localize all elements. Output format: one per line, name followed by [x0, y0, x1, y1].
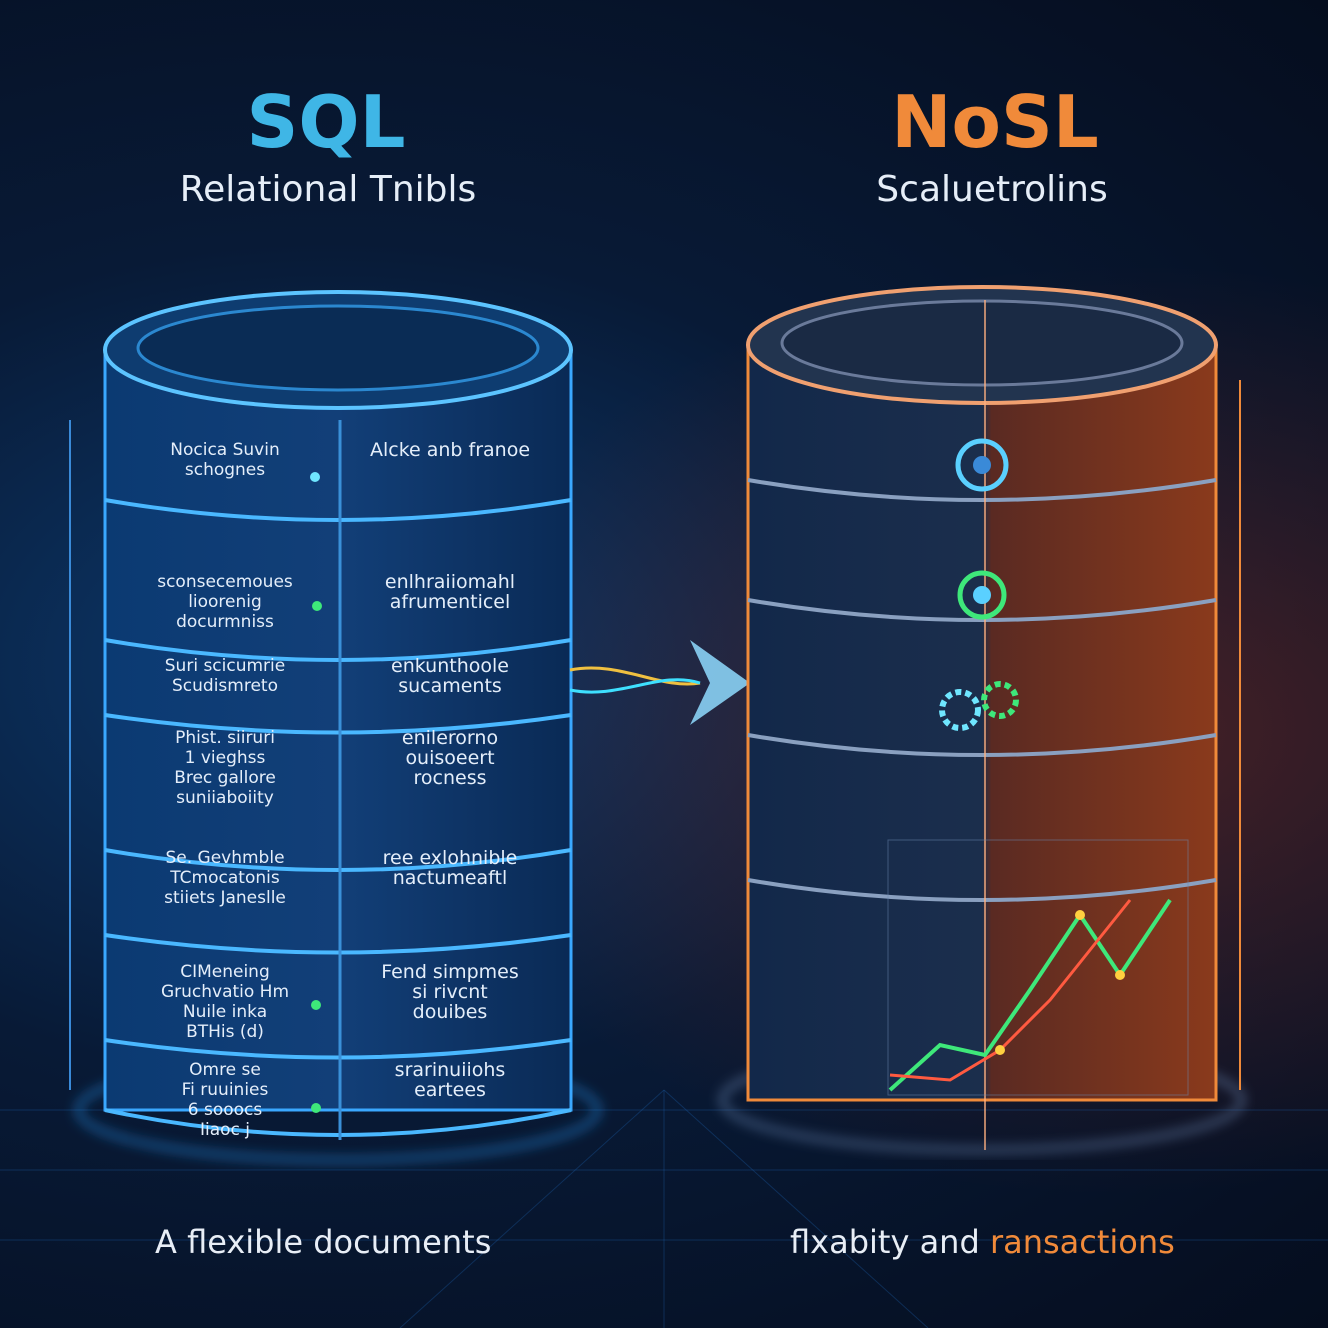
sql-row-right-label: enkunthoole sucaments — [391, 655, 509, 697]
sql-row-right-label: enlhraiiomahl afrumenticel — [384, 571, 516, 613]
sql-title: SQL — [246, 80, 406, 164]
nosql-title: NoSL — [891, 80, 1099, 164]
sql-footer: A flexible documents — [155, 1223, 492, 1261]
sql-row-left-label: CIMeneing Gruchvatio Hm Nuile inka BTHis… — [160, 962, 290, 1042]
gauge-icon — [955, 438, 1009, 492]
nosql-database-cylinder — [720, 285, 1244, 1152]
flow-arrow-icon — [569, 640, 750, 725]
sql-row-left-label: Se. Gevhmble TCmocatonis stiiets Janesll… — [164, 848, 286, 908]
sql-row-right-label: enilerorno ouisoeert rocness — [401, 727, 499, 789]
sql-row-left-label: Phist. siiruri 1 vieghss Brec gallore su… — [174, 728, 276, 808]
nosql-subtitle: Scaluetrolins — [876, 169, 1108, 210]
sql-row-left-label: Omre se Fi ruuinies 6 sooocs Iiaoc j — [181, 1060, 269, 1140]
nosql-footer-a: flxabity and — [790, 1223, 990, 1261]
sql-row-right-label: Fend simpmes si rivcnt douibes — [381, 961, 519, 1023]
sql-subtitle: Relational Tnibls — [179, 169, 477, 210]
sql-row-left-label: sconsecemoues lioorenig docurmniss — [157, 572, 293, 632]
sql-row-right-label: ree exlohnible nactumeaftl — [382, 847, 518, 889]
sql-database-cylinder — [76, 290, 600, 1162]
line-chart-icon — [887, 839, 1189, 1096]
gauge-icon — [957, 570, 1007, 620]
sql-row-left-label: Suri scicumrie Scudismreto — [164, 656, 286, 696]
nosql-footer-b: ransactions — [989, 1223, 1175, 1261]
nosql-footer: flxabity and ransactions — [790, 1222, 1175, 1262]
sql-row-right-label: srarinuiiohs eartees — [394, 1059, 506, 1101]
sql-row-left-label: Nocica Suvin schognes — [170, 440, 280, 480]
gear-cluster-icon — [939, 681, 1019, 731]
sql-row-right-label: Alcke anb franoe — [369, 439, 531, 461]
